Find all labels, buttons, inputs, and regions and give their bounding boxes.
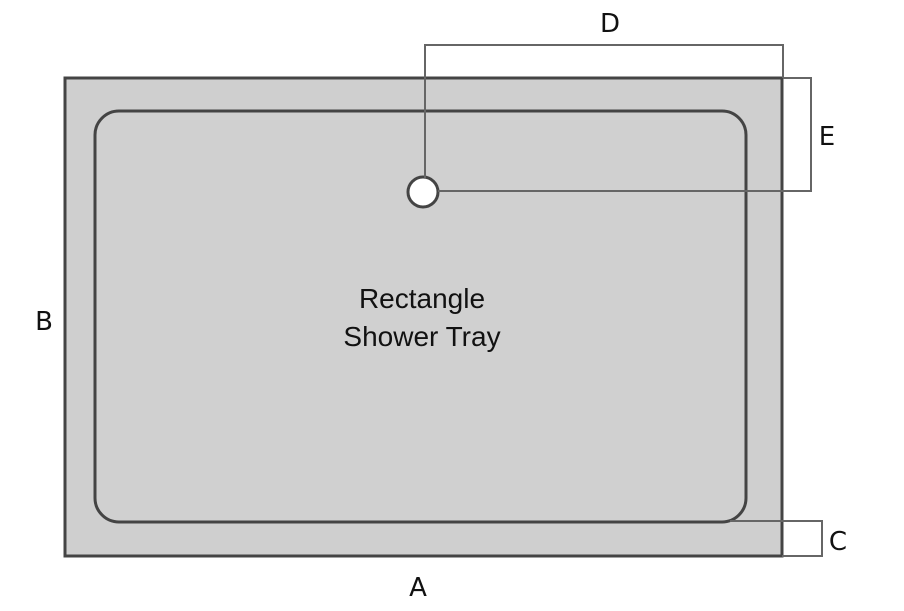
label-b: B bbox=[35, 307, 53, 337]
tray-title-line2: Shower Tray bbox=[343, 321, 500, 352]
label-c: C bbox=[829, 527, 847, 557]
label-a: A bbox=[409, 573, 427, 603]
label-d: D bbox=[600, 9, 620, 39]
drain-waste-hole bbox=[406, 175, 440, 209]
dimension-c-line bbox=[730, 520, 823, 557]
label-e: E bbox=[819, 122, 835, 152]
tray-inner-basin bbox=[93, 109, 748, 524]
dimension-e-line bbox=[438, 77, 812, 192]
tray-title-line1: Rectangle bbox=[359, 283, 485, 314]
dimension-d-line bbox=[424, 44, 784, 178]
